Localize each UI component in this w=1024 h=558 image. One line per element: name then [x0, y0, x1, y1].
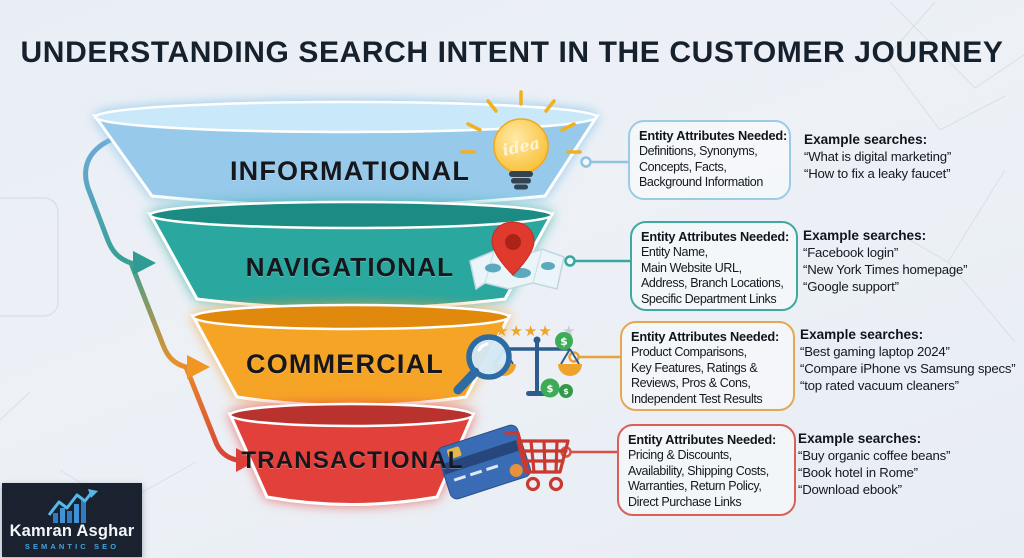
- brand-name: Kamran Asghar: [9, 522, 135, 540]
- example-search: “How to fix a leaky faucet”: [804, 166, 951, 181]
- example-search: “Download ebook”: [798, 482, 902, 497]
- ratings-stars-icon: ★★★★ ★: [495, 322, 575, 340]
- example-search: “Best gaming laptop 2024”: [800, 344, 950, 359]
- attributes-title: Entity Attributes Needed:: [641, 229, 790, 244]
- funnel-stage-transactional: [227, 402, 476, 506]
- attribute-line: Direct Purchase Links: [628, 494, 742, 509]
- example-search: “Google support”: [803, 279, 899, 294]
- brand-tagline: SEMANTIC SEO: [24, 542, 120, 551]
- funnel-stage-label-transactional: TRANSACTIONAL: [241, 447, 464, 474]
- attribute-line: Definitions, Synonyms,: [639, 144, 758, 158]
- flow-arrowhead-navigational: [133, 251, 156, 275]
- infographic-title: UNDERSTANDING SEARCH INTENT IN THE CUSTO…: [20, 36, 1004, 69]
- attribute-line: Independent Test Results: [631, 391, 763, 406]
- flow-arrowhead-transactional: [236, 448, 258, 472]
- examples-title: Example searches:: [804, 132, 928, 147]
- magnifier-icon: [453, 334, 512, 395]
- example-search: “Compare iPhone vs Samsung specs”: [800, 361, 1016, 376]
- entity-attributes-box-navigational: Entity Attributes Needed: Entity Name, M…: [630, 221, 798, 311]
- map-location-pin-icon: [469, 221, 565, 291]
- example-searches-commercial: Example searches: “Best gaming laptop 20…: [800, 326, 1016, 394]
- svg-text:$: $: [560, 335, 568, 348]
- example-search: “New York Times homepage”: [803, 262, 968, 277]
- examples-title: Example searches:: [798, 431, 922, 446]
- attributes-title: Entity Attributes Needed:: [628, 432, 777, 447]
- attribute-line: Warranties, Return Policy,: [628, 479, 762, 494]
- attribute-line: Product Comparisons,: [631, 345, 747, 359]
- attributes-title: Entity Attributes Needed:: [639, 128, 788, 143]
- example-searches-informational: Example searches: “What is digital marke…: [804, 131, 951, 182]
- examples-title: Example searches:: [803, 228, 927, 243]
- funnel-stage-label-navigational: NAVIGATIONAL: [245, 252, 455, 282]
- example-search: “Book hotel in Rome”: [798, 465, 918, 480]
- funnel-stage-commercial: [190, 303, 512, 407]
- lightbulb-idea-icon: idea: [460, 90, 582, 190]
- example-searches-navigational: Example searches: “Facebook login” “New …: [803, 227, 968, 295]
- credit-card-icon: [437, 424, 531, 500]
- attribute-line: Pricing & Discounts,: [628, 448, 732, 462]
- example-searches-transactional: Example searches: “Buy organic coffee be…: [798, 430, 950, 498]
- connector-navigational: [564, 255, 630, 267]
- svg-text:$: $: [563, 387, 569, 396]
- examples-title: Example searches:: [800, 327, 924, 342]
- funnel-stage-label-commercial: COMMERCIAL: [246, 349, 444, 379]
- attribute-line: Address, Branch Locations,: [641, 276, 784, 291]
- growth-chart-icon: [47, 489, 98, 523]
- attribute-line: Main Website URL,: [641, 260, 742, 275]
- entity-attributes-box-commercial: Entity Attributes Needed: Product Compar…: [620, 321, 795, 411]
- attribute-line: Specific Department Links: [641, 291, 777, 306]
- attribute-line: Key Features, Ratings &: [631, 360, 758, 375]
- flow-arrowhead-commercial: [187, 355, 210, 379]
- svg-text:★★★★: ★★★★: [495, 322, 553, 340]
- attribute-line: Availability, Shipping Costs,: [628, 463, 769, 478]
- attribute-line: Entity Name,: [641, 245, 708, 259]
- shopping-cart-icon: [504, 431, 570, 492]
- journey-flow-arrow: [83, 130, 258, 472]
- connector-node: [580, 156, 592, 168]
- example-search: “top rated vacuum cleaners”: [800, 378, 959, 393]
- attribute-line: Concepts, Facts,: [639, 159, 727, 174]
- entity-attributes-box-informational: Entity Attributes Needed: Definitions, S…: [628, 120, 791, 200]
- svg-text:$: $: [547, 384, 554, 395]
- money-bags-icon: $ $ $: [540, 332, 573, 398]
- connector-informational: [580, 156, 628, 168]
- example-search: “What is digital marketing”: [804, 149, 952, 164]
- connector-transactional: [560, 446, 617, 458]
- example-search: “Facebook login”: [803, 245, 899, 260]
- funnel-stage-label-informational: INFORMATIONAL: [229, 156, 471, 186]
- example-search: “Buy organic coffee beans”: [798, 448, 951, 463]
- attributes-title: Entity Attributes Needed:: [631, 329, 780, 344]
- attribute-line: Reviews, Pros & Cons,: [631, 376, 751, 391]
- entity-attributes-box-transactional: Entity Attributes Needed: Pricing & Disc…: [617, 424, 796, 516]
- attribute-line: Background Information: [639, 175, 763, 190]
- connector-node: [564, 255, 576, 267]
- brand-logo: Kamran Asghar SEMANTIC SEO: [2, 483, 142, 557]
